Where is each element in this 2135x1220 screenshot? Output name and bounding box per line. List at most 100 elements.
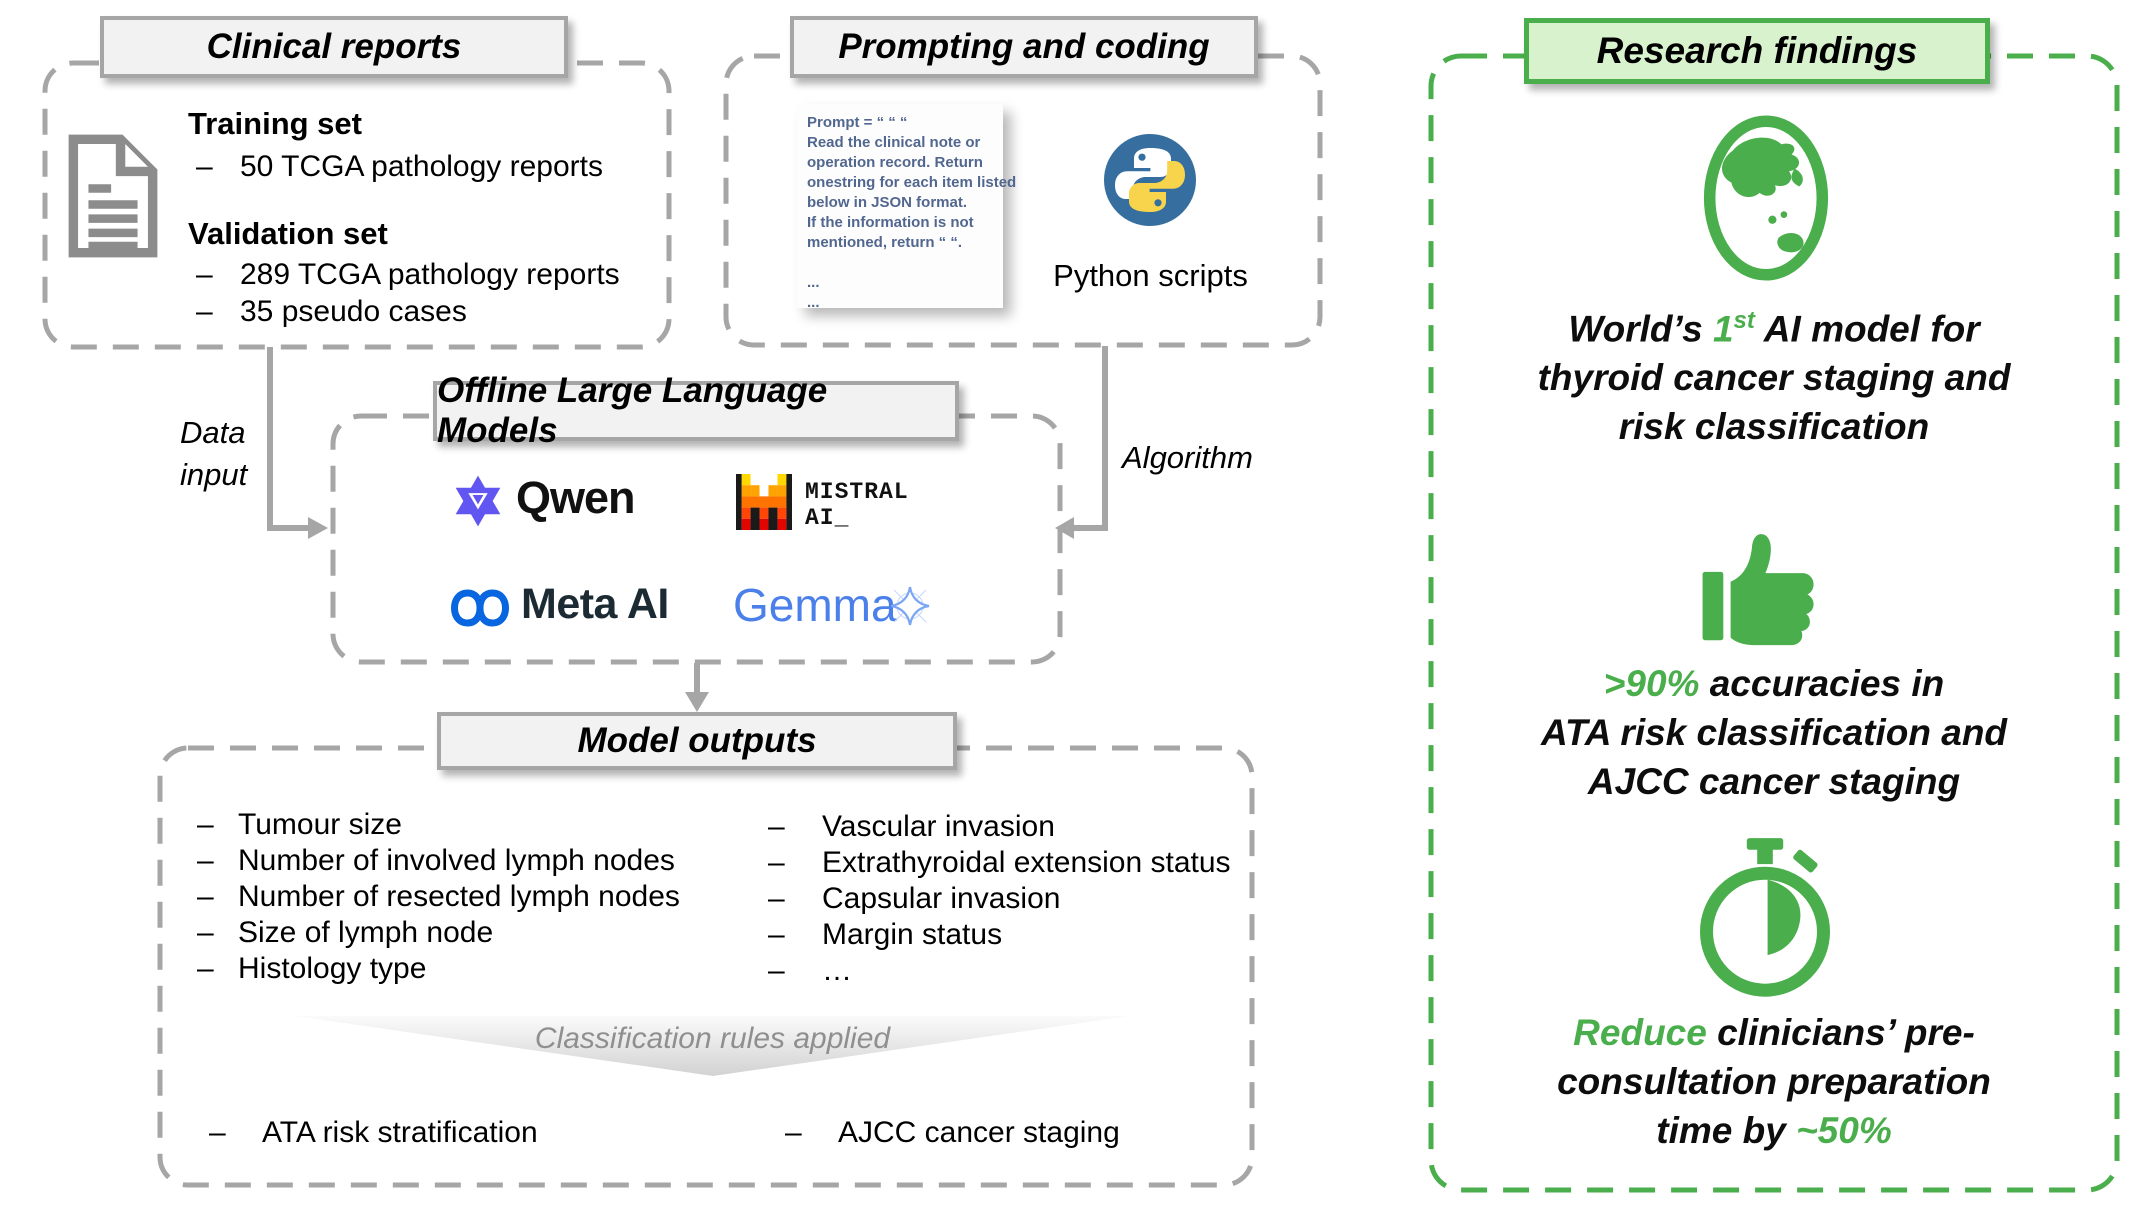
llm-dashed-box: [330, 413, 1063, 665]
finding-3-highlight: ~50%: [1796, 1110, 1892, 1151]
mistral-logo-icon: [736, 474, 792, 530]
model-outputs-title-label: Model outputs: [577, 721, 817, 760]
output-item: Margin status: [822, 918, 1003, 951]
output-item: Number of involved lymph nodes: [238, 844, 675, 877]
finding-2-line-2: ATA risk classification and: [1540, 712, 2008, 753]
gemma-logo-label: Gemma: [733, 579, 897, 631]
classification-chevron: [295, 1016, 1130, 1076]
mistral-logo-label: MISTRAL AI_: [805, 479, 909, 531]
output-item: Tumour size: [238, 808, 402, 841]
globe-icon: [1703, 115, 1829, 281]
finding-3-highlight: Reduce: [1573, 1012, 1707, 1053]
finding-3-part: clinicians’ pre-: [1706, 1012, 1975, 1053]
prompting-title-label: Prompting and coding: [838, 27, 1210, 66]
prompt-line: Prompt = “ “ “: [807, 114, 908, 131]
training-set-label: Training set: [188, 106, 362, 141]
clinical-reports-title-label: Clinical reports: [206, 27, 462, 66]
validation-set-item-1: 289 TCGA pathology reports: [240, 258, 620, 291]
qwen-logo-icon: [455, 475, 501, 527]
finding-1-text: World’s 1st AI model for thyroid cancer …: [1448, 296, 2100, 451]
llm-title-label: Offline Large Language Models: [437, 371, 828, 450]
finding-1-part: AI model for: [1754, 308, 1980, 350]
finding-3-line-2: consultation preparation: [1557, 1061, 1991, 1102]
bullet-dash: –: [196, 150, 213, 183]
prompt-line: [807, 253, 993, 273]
output-item: Vascular invasion: [822, 810, 1055, 843]
finding-3-text: Reduce clinicians’ pre- consultation pre…: [1448, 1008, 2100, 1155]
finding-2-text: >90% accuracies in ATA risk classificati…: [1448, 659, 2100, 806]
output-item: Capsular invasion: [822, 882, 1061, 915]
validation-set-label: Validation set: [188, 216, 388, 251]
finding-3-line-3: time by ~50%: [1448, 1106, 2100, 1155]
validation-set-item-2: 35 pseudo cases: [240, 295, 467, 328]
prompt-line: ...: [807, 294, 820, 311]
algorithm-arrow: [1055, 346, 1108, 539]
result-item-ata: ATA risk stratification: [262, 1116, 538, 1149]
python-logo-icon: [1104, 134, 1196, 226]
prompt-line: operation record. Return: [807, 154, 983, 171]
output-item: Extrathyroidal extension status: [822, 846, 1231, 879]
python-scripts-label: Python scripts: [1053, 258, 1248, 293]
prompt-line: mentioned, return “ “.: [807, 234, 963, 251]
model-outputs-title: Model outputs: [437, 712, 957, 770]
meta-ai-logo-label: Meta AI: [521, 580, 669, 628]
finding-2-part: accuracies in: [1699, 663, 1945, 704]
bullet-dash: –: [768, 846, 785, 879]
bullet-dash: –: [768, 882, 785, 915]
research-findings-title: Research findings: [1524, 18, 1990, 84]
document-icon: [68, 134, 158, 258]
prompt-line: below in JSON format.: [807, 194, 968, 211]
output-item: …: [822, 954, 852, 987]
prompt-code-snippet: Prompt = “ “ “ Read the clinical note or…: [797, 104, 1017, 311]
finding-3-line-1: Reduce clinicians’ pre-: [1448, 1008, 2100, 1057]
output-item: Size of lymph node: [238, 916, 494, 949]
bullet-dash: –: [785, 1116, 802, 1149]
prompt-line: ...: [807, 274, 820, 291]
bullet-dash: –: [768, 918, 785, 951]
training-set-item: 50 TCGA pathology reports: [240, 150, 603, 183]
output-item: Histology type: [238, 952, 427, 985]
bullet-dash: –: [209, 1116, 226, 1149]
algorithm-label: Algorithm: [1122, 440, 1253, 475]
output-item: Number of resected lymph nodes: [238, 880, 680, 913]
finding-2-line-1: >90% accuracies in: [1448, 659, 2100, 708]
finding-3-part: time by: [1656, 1110, 1797, 1151]
finding-1-part: World’s: [1568, 308, 1713, 350]
llm-to-outputs-arrow: [685, 663, 709, 712]
data-input-arrow: [267, 347, 328, 539]
bullet-dash: –: [197, 844, 214, 877]
finding-1-superscript: st: [1733, 307, 1755, 334]
clinical-reports-title: Clinical reports: [100, 16, 568, 78]
bullet-dash: –: [768, 810, 785, 843]
finding-1-line-2: thyroid cancer staging and: [1537, 357, 2011, 399]
finding-2-highlight: >90%: [1603, 663, 1700, 704]
mistral-logo-label-line2: AI_: [805, 505, 850, 531]
llm-title: Offline Large Language Models: [433, 371, 959, 450]
bullet-dash: –: [197, 808, 214, 841]
finding-1-highlight: 1: [1712, 308, 1734, 350]
prompt-line: Read the clinical note or: [807, 134, 981, 151]
prompt-line: If the information is not: [807, 214, 974, 231]
mistral-logo-label-line1: MISTRAL: [805, 479, 909, 505]
bullet-dash: –: [197, 916, 214, 949]
research-findings-title-label: Research findings: [1596, 30, 1918, 71]
gemma-sparkle-icon: [890, 586, 930, 626]
data-input-label: Data input: [180, 415, 248, 492]
meta-infinity-icon: [450, 589, 510, 627]
bullet-dash: –: [196, 295, 213, 328]
thumbs-up-icon: [1702, 534, 1814, 646]
finding-1-line-3: risk classification: [1618, 406, 1930, 448]
bullet-dash: –: [196, 258, 213, 291]
qwen-logo-label: Qwen: [516, 472, 636, 523]
finding-1-line-1: World’s 1st AI model for: [1448, 296, 2100, 353]
finding-2-line-3: AJCC cancer staging: [1587, 761, 1961, 802]
result-item-ajcc: AJCC cancer staging: [838, 1116, 1120, 1149]
bullet-dash: –: [768, 954, 785, 987]
bullet-dash: –: [197, 880, 214, 913]
classification-rules-label: Classification rules applied: [534, 1022, 891, 1055]
prompt-line: onestring for each item listed: [807, 174, 1017, 191]
stopwatch-icon: [1700, 838, 1830, 997]
bullet-dash: –: [197, 952, 214, 985]
prompting-title: Prompting and coding: [790, 16, 1258, 78]
